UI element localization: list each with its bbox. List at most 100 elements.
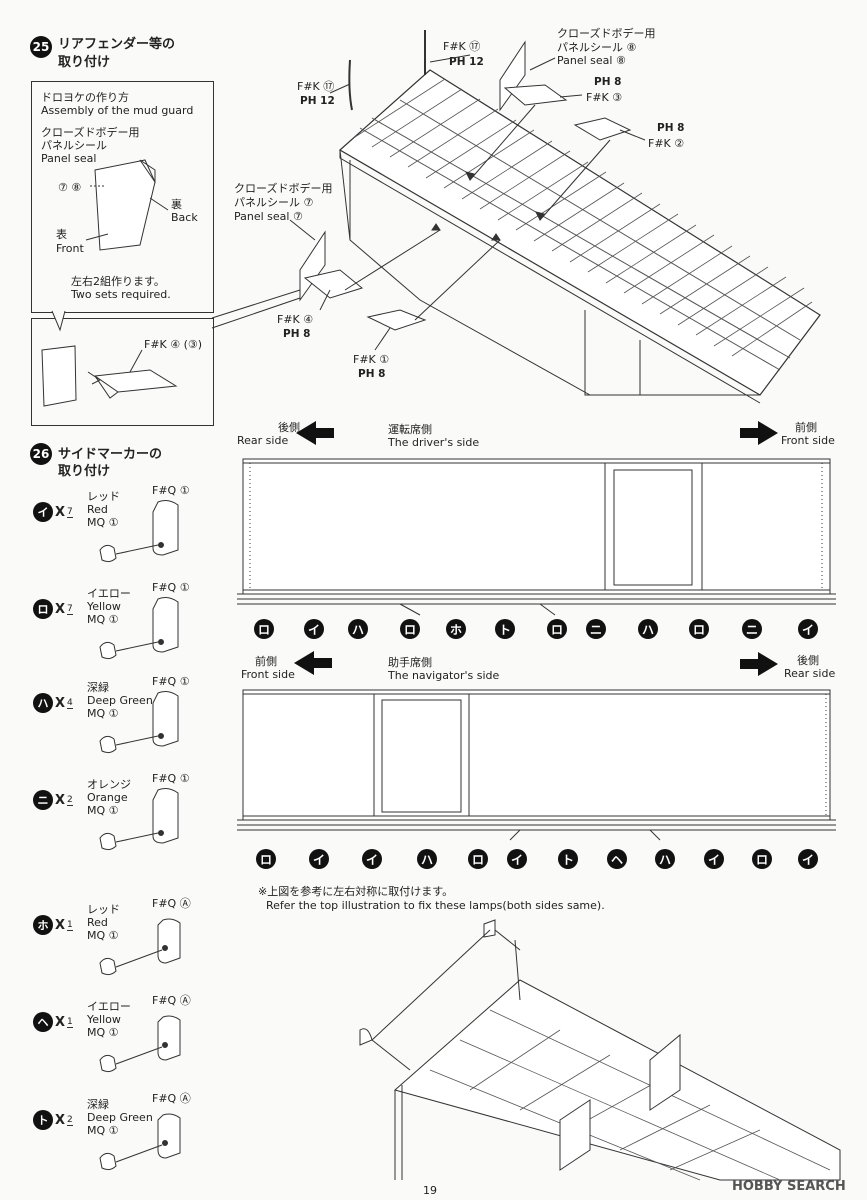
mudguard-inset-box [31,318,214,426]
marker-color-en: Red [87,503,108,516]
marker-sketch-5 [99,918,181,976]
marker-color-jp: 深緑 [87,1098,109,1111]
marker-kana-badge: ロ [33,599,53,619]
marker-qty: 7 [67,506,73,518]
sets-note-en: Two sets required. [71,288,171,301]
callout-ph8-a: PH 8 [594,76,622,88]
panel-seal-jp2: パネルシール [41,139,107,152]
callout-ph12-top: PH 12 [449,56,484,68]
driver-side-jp: 運転席側 [388,423,432,436]
marker-x: X [55,1014,66,1030]
driver-front-jp: 前側 [795,421,817,434]
marker-kana-badge: ニ [33,790,53,810]
callout-fk17-left: F#K ⑰ [297,80,335,93]
marker-row: ト X 2 [33,1110,73,1130]
back-label-jp: 裏 [171,198,182,211]
callout-fk4: F#K ④ [277,313,314,326]
mudguard-title-en: Assembly of the mud guard [41,104,194,117]
driver-rear-en: Rear side [237,434,289,447]
arrow-right-icon [740,652,778,676]
sequence-marker-badge: イ [304,619,324,639]
callout-seal7-jp2: パネルシール ⑦ [234,196,314,209]
marker-x: X [55,504,66,520]
marker-row: ロ X 7 [33,599,73,619]
callout-fk2: F#K ② [648,137,685,150]
callout-fk17-top: F#K ⑰ [443,40,481,53]
callout-fk3: F#K ③ [586,91,623,104]
marker-mq: MQ ① [87,1124,119,1137]
panel-seal-en: Panel seal [41,152,97,165]
callout-seal7-en: Panel seal ⑦ [234,210,303,223]
marker-qty: 2 [67,794,73,806]
sequence-marker-badge: ト [495,619,515,639]
sequence-marker-badge: ロ [547,619,567,639]
sequence-marker-badge: イ [798,619,818,639]
marker-row: ニ X 2 [33,790,73,810]
sequence-marker-badge: イ [704,849,724,869]
sequence-marker-badge: ロ [254,619,274,639]
marker-sketch-6 [99,1015,181,1073]
sequence-marker-badge: イ [798,849,818,869]
marker-part: F#Q Ⓐ [152,1092,191,1105]
step-number-badge: 25 [30,36,52,58]
callout-ph8-b: PH 8 [657,122,685,134]
step26-title-line1: サイドマーカーの [58,447,163,462]
navigator-front-jp: 前側 [255,655,277,668]
marker-part: F#Q ① [152,484,190,497]
marker-qty: 1 [67,1016,73,1028]
marker-mq: MQ ① [87,516,119,529]
navigator-side-en: The navigator's side [388,669,500,682]
marker-mq: MQ ① [87,804,119,817]
marker-kana-badge: イ [33,502,53,522]
sequence-marker-badge: ハ [655,849,675,869]
marker-kana-badge: ト [33,1110,53,1130]
marker-x: X [55,917,66,933]
marker-part: F#Q ① [152,772,190,785]
marker-sketch-3 [99,691,179,754]
marker-kana-badge: ハ [33,693,53,713]
marker-x: X [55,792,66,808]
callout-seal7-jp1: クローズドボデー用 [234,182,333,195]
sequence-marker-badge: ロ [400,619,420,639]
marker-color-en: Yellow [87,600,121,613]
marker-kana-badge: ヘ [33,1012,53,1032]
marker-kana-badge: ホ [33,915,53,935]
mudguard-title-jp: ドロヨケの作り方 [41,91,129,104]
note-en: Refer the top illustration to fix these … [266,899,605,912]
driver-rear-jp: 後側 [278,421,300,434]
marker-x: X [55,601,66,617]
callout-ph8-d: PH 8 [358,368,386,380]
marker-part: F#Q Ⓐ [152,897,191,910]
arrow-left-icon [296,421,334,445]
sequence-marker-badge: ニ [742,619,762,639]
seal-numbers: ⑦ ⑧ [58,181,82,194]
marker-sketch-1 [99,500,179,563]
sequence-marker-badge: ハ [417,849,437,869]
marker-qty: 7 [67,603,73,615]
marker-x: X [55,1112,66,1128]
marker-color-jp: オレンジ [87,778,131,791]
watermark-logo: HOBBY SEARCH [732,1179,846,1194]
back-label-en: Back [171,211,198,224]
marker-mq: MQ ① [87,929,119,942]
step25-heading: 25 [30,36,52,58]
marker-row: ヘ X 1 [33,1012,73,1032]
marker-sketch-2 [99,597,179,660]
sequence-marker-badge: ヘ [607,849,627,869]
marker-row: イ X 7 [33,502,73,522]
step25-title-line1: リアフェンダー等の [58,37,176,52]
marker-row: ホ X 1 [33,915,73,935]
marker-part: F#Q ① [152,581,190,594]
marker-color-jp: イエロー [87,587,131,600]
sequence-marker-badge: ロ [752,849,772,869]
callout-fk1: F#K ① [353,353,390,366]
sequence-marker-badge: ト [558,849,578,869]
marker-x: X [55,695,66,711]
marker-qty: 2 [67,1114,73,1126]
front-label-en: Front [56,242,84,255]
sequence-marker-badge: ハ [348,619,368,639]
arrow-right-icon [740,421,778,445]
marker-mq: MQ ① [87,613,119,626]
step26-title-line2: 取り付け [58,464,111,479]
